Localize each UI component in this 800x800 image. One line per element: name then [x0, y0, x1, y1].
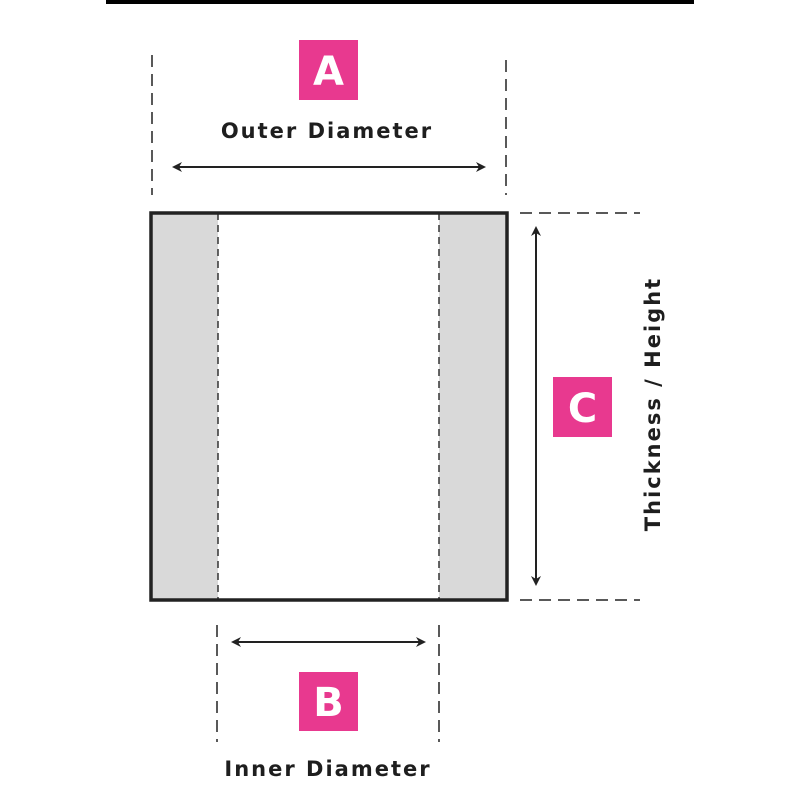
label-outer-diameter: Outer Diameter [221, 119, 433, 143]
right-wall [439, 213, 507, 600]
top-bar [106, 0, 694, 4]
badge-a-letter: A [313, 49, 344, 95]
outer-outline [149, 211, 509, 602]
badge-c-letter: C [568, 386, 597, 432]
left-wall [151, 213, 218, 600]
badge-b-letter: B [313, 680, 344, 726]
label-thickness-height: Thickness / Height [641, 277, 665, 531]
label-inner-diameter: Inner Diameter [224, 757, 431, 781]
badge-a [299, 40, 358, 100]
badge-c [553, 377, 612, 437]
badge-b [299, 672, 358, 731]
